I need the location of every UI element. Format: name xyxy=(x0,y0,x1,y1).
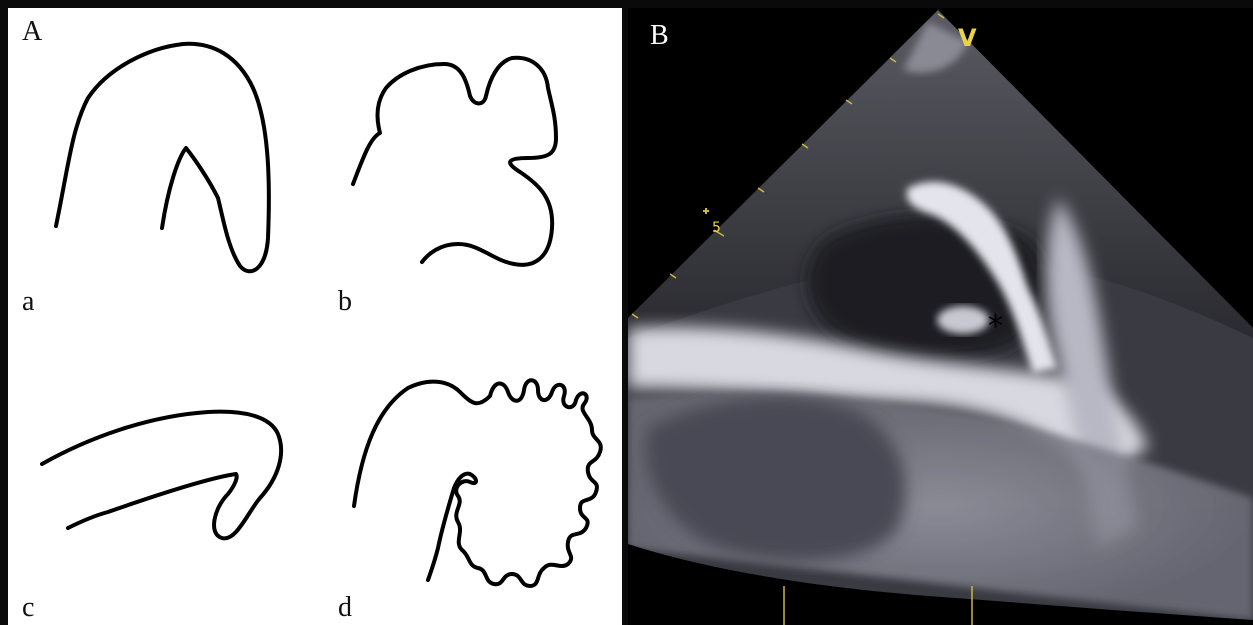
probe-marker: V xyxy=(958,24,977,52)
shape-d xyxy=(354,380,601,586)
subpanel-c-label: c xyxy=(22,594,34,622)
panel-b-echocardiogram: 5 V B * xyxy=(628,8,1253,625)
subpanel-d-label: d xyxy=(338,594,352,622)
shape-a xyxy=(56,44,269,271)
panel-a-label: A xyxy=(22,18,42,46)
ultrasound-sector xyxy=(628,8,1253,625)
shape-b xyxy=(353,58,556,265)
shape-c xyxy=(42,412,281,539)
schematic-drawings xyxy=(8,8,622,625)
depth-mark-label: 5 xyxy=(712,220,721,236)
subpanel-b-label: b xyxy=(338,288,352,316)
echo-image: 5 V xyxy=(628,8,1253,625)
asterisk-marker: * xyxy=(988,312,1003,342)
subpanel-a-label: a xyxy=(22,288,34,316)
depth-mark: 5 xyxy=(703,208,721,236)
panel-b-label: B xyxy=(650,22,669,50)
panel-a-schematics: A a b c d xyxy=(8,8,622,625)
